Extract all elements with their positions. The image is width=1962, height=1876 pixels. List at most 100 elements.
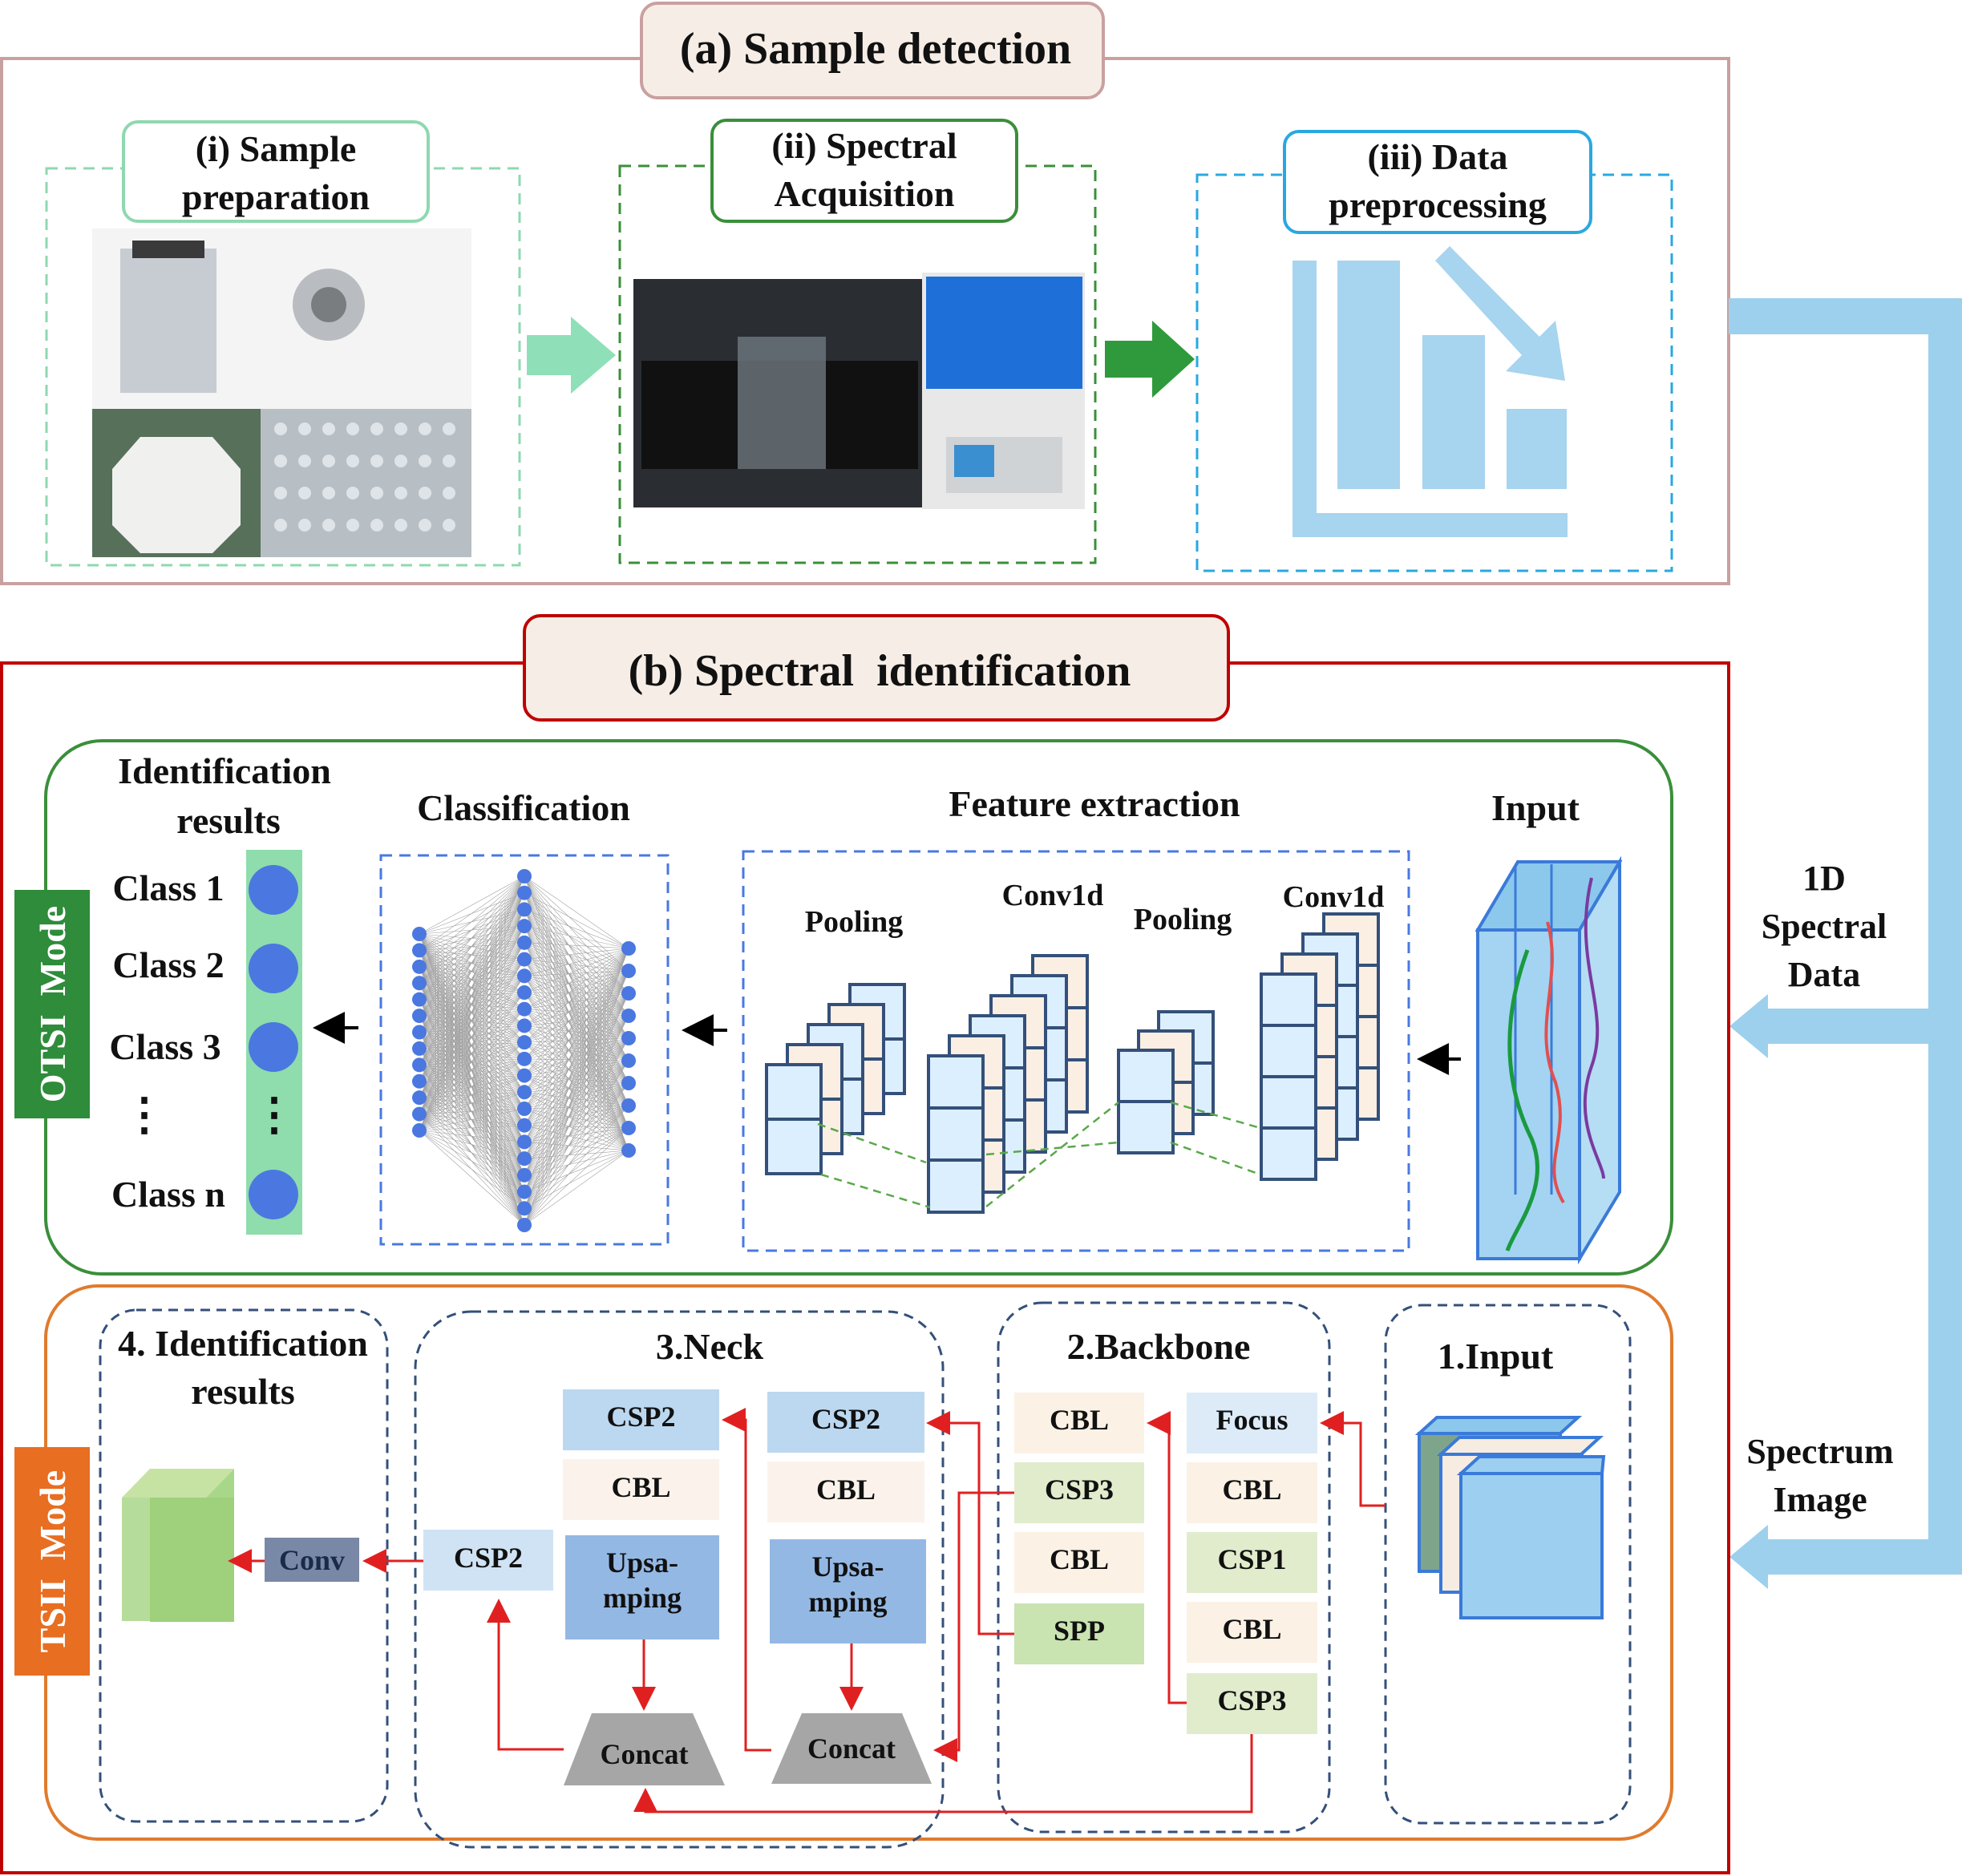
nn-connections <box>419 875 629 1226</box>
nn-edge <box>524 1041 629 1151</box>
nn-edge <box>524 1041 629 1129</box>
tsii-results-line2: results <box>191 1371 295 1412</box>
input-subpanel <box>1384 1304 1632 1825</box>
bb-right-label-0: Focus <box>1216 1404 1288 1436</box>
nn-edge <box>524 942 629 1039</box>
nn-node <box>621 1076 636 1090</box>
nn-edge <box>524 993 629 1142</box>
nn-node <box>621 1031 636 1045</box>
nn-edge <box>524 1060 629 1093</box>
nn-node <box>621 986 636 1001</box>
nn-edge <box>419 892 525 1131</box>
nn-edge <box>419 875 525 1098</box>
nn-edge <box>524 909 629 1106</box>
nn-edge <box>524 1075 629 1084</box>
nn-edge <box>419 875 525 1049</box>
nn-edge <box>524 1015 629 1209</box>
nn-edge <box>524 909 629 1061</box>
nn-edge <box>524 1060 629 1209</box>
nn-edge <box>524 942 629 1061</box>
nn-edge <box>524 970 629 1226</box>
nn-edge <box>524 1037 629 1176</box>
side-label-image: Image <box>1773 1480 1867 1519</box>
nn-node <box>517 935 532 950</box>
nn-edge <box>524 1127 629 1159</box>
nn-edge <box>524 1075 629 1129</box>
nn-edge <box>524 976 629 1017</box>
nn-edge <box>419 1025 525 1131</box>
nn-edge <box>419 875 525 1131</box>
nn-node <box>517 885 532 900</box>
bb-right-4 <box>1187 1673 1317 1734</box>
nn-edge <box>524 1025 629 1106</box>
pooling-stack-2 <box>1117 1010 1215 1154</box>
nn-edge <box>524 1105 629 1192</box>
nn-edge <box>524 1105 629 1110</box>
nn-edge <box>524 993 629 1010</box>
nn-edge <box>524 1009 629 1039</box>
nn-node <box>517 1151 532 1166</box>
nn-edge <box>524 892 629 1151</box>
nn-node <box>412 1090 427 1106</box>
nn-edge <box>524 925 629 972</box>
nn-edge <box>524 1037 629 1192</box>
nn-edge <box>419 926 525 1131</box>
bb-left-label-2: CBL <box>1049 1543 1110 1575</box>
layer-pooling-1: Pooling <box>804 905 904 939</box>
nn-edge <box>524 1075 629 1106</box>
neck-col2-ups <box>770 1539 926 1644</box>
nn-node <box>517 1051 532 1066</box>
nn-edge <box>524 1125 629 1129</box>
nn-edge <box>524 970 629 1093</box>
nn-edge <box>524 976 629 1039</box>
neck-col1-ups-line2: mping <box>602 1582 682 1614</box>
nn-edge <box>524 970 629 1159</box>
nn-edge <box>524 1091 629 1106</box>
neck-csp2-out <box>423 1530 553 1591</box>
nn-edge <box>524 1125 629 1151</box>
nn-edge <box>524 948 629 1142</box>
nn-edge <box>524 970 629 1009</box>
nn-edge <box>524 976 629 1084</box>
nn-node <box>517 1201 532 1216</box>
nn-edge <box>419 1125 525 1131</box>
step1-title-box <box>122 120 430 223</box>
nn-edge <box>419 875 525 935</box>
nn-edge <box>419 875 525 951</box>
nn-edge <box>524 993 629 1076</box>
nn-edge <box>524 909 629 949</box>
bb-right-label-2: CSP1 <box>1217 1543 1287 1575</box>
nn-edge <box>524 925 629 1061</box>
nn-edge <box>524 942 629 1084</box>
nn-edge <box>419 959 525 1131</box>
nn-edge <box>524 909 629 994</box>
tsii-input-stack <box>1414 1416 1606 1619</box>
nn-edge <box>524 948 629 1110</box>
nn-edge <box>524 970 629 1026</box>
nn-edge <box>524 992 629 1151</box>
class-label-1: Class 1 <box>112 867 225 908</box>
nn-edge <box>524 948 629 976</box>
nn-edge <box>419 875 525 1017</box>
feature-cell <box>927 1054 985 1110</box>
nn-edge <box>524 1009 629 1129</box>
nn-edge <box>524 993 629 1226</box>
nn-edge <box>524 1025 629 1061</box>
nn-edge <box>524 1150 629 1209</box>
nn-node <box>412 976 427 991</box>
nn-node <box>412 943 427 958</box>
nn-edge <box>524 948 629 1159</box>
nn-edge <box>524 970 629 1175</box>
otsi-input-slab <box>1475 855 1623 1265</box>
nn-node <box>621 1143 636 1158</box>
nn-edge <box>524 1105 629 1209</box>
feature-cell <box>765 1118 823 1175</box>
nn-node <box>621 1098 636 1113</box>
nn-edge <box>524 1150 629 1226</box>
spectral-acquisition-photos <box>633 273 1085 509</box>
step2-title-line1: (ii) Spectral <box>771 125 957 166</box>
bb-left-0 <box>1014 1393 1144 1453</box>
nn-edge <box>524 875 629 1061</box>
nn-node <box>412 1057 427 1073</box>
